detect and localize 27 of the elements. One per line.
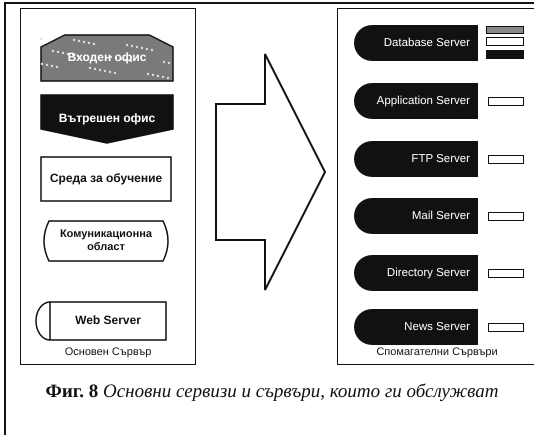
panel-label: Спомагателни Сървъри xyxy=(375,346,499,358)
node-label: Комуникационна област xyxy=(58,228,154,254)
server-pill xyxy=(354,25,478,61)
node-label: News Server xyxy=(404,321,470,333)
block-arrow xyxy=(215,53,326,291)
node-label: Directory Server xyxy=(386,267,470,279)
panel-label: Основен Сървър xyxy=(64,346,152,358)
figure-caption: Фиг. 8 Основни сервизи и сървъри, които ги обслужват xyxy=(44,380,500,404)
server-panel xyxy=(20,8,196,365)
node-label: Database Server xyxy=(384,37,470,49)
node-label: Среда за обучение xyxy=(48,172,164,186)
server-pill xyxy=(354,255,478,291)
node-label: FTP Server xyxy=(411,153,470,165)
office-shape xyxy=(41,35,173,81)
server-pill xyxy=(354,309,478,345)
node-label: Вътрешен офис xyxy=(58,112,156,126)
office-shape xyxy=(41,95,173,143)
server-pill xyxy=(354,141,478,177)
node-label: Mail Server xyxy=(412,210,470,222)
node-label: Application Server xyxy=(376,95,470,107)
server-shape xyxy=(36,302,166,340)
node-label: Входен офис xyxy=(66,51,148,65)
server-pill xyxy=(354,198,478,234)
node-label: Web Server xyxy=(74,314,141,328)
server-panel xyxy=(337,8,534,365)
process-box xyxy=(41,157,171,201)
server-pill xyxy=(354,83,478,119)
